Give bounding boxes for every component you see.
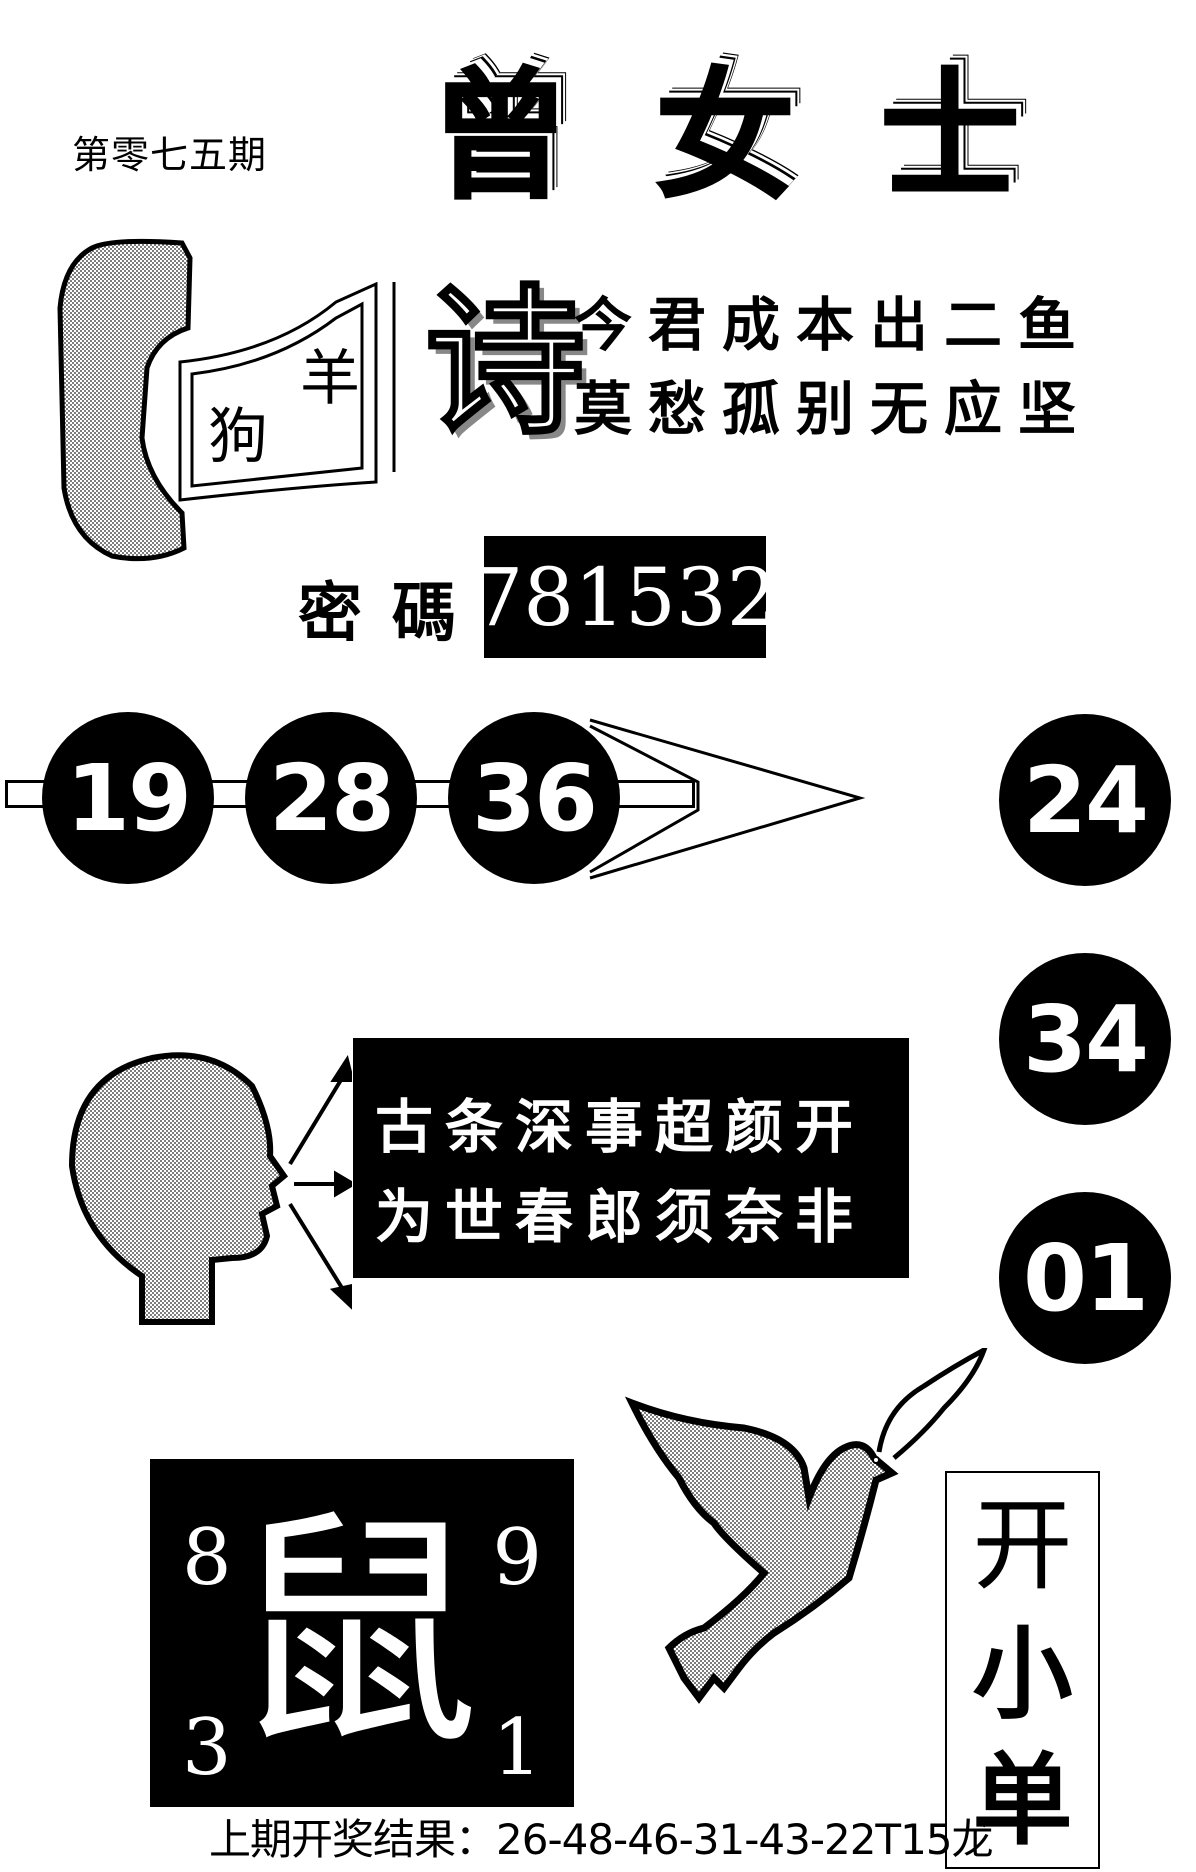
corner-number-bottom-right: 1 [492, 1703, 542, 1793]
hint-char-2: 小 [972, 1615, 1073, 1733]
number-ball: 19 [42, 712, 214, 884]
dove-icon [624, 1348, 988, 1704]
password-value: 781532 [472, 536, 778, 658]
card-zodiac-goat: 羊 [300, 344, 360, 414]
number-ball: 36 [448, 712, 620, 884]
speech-box: 古条深事超颜开 为世春郎须奈非 [353, 1038, 909, 1278]
speech-line-2: 为世春郎须奈非 [375, 1183, 866, 1251]
speaking-head-icon [68, 1052, 352, 1325]
card-zodiac-dog: 狗 [208, 402, 268, 472]
title-char-2: 女 [654, 54, 796, 220]
speech-line-1: 古条深事超颜开 [375, 1093, 866, 1161]
phone-handset-icon [57, 238, 193, 562]
issue-label: 第零七五期 [72, 133, 268, 177]
last-result-text: 上期开奖结果：26-48-46-31-43-22T15龙 [209, 1815, 994, 1864]
title-char-3: 士 [879, 54, 1021, 220]
title-char-1: 曾 [429, 54, 571, 220]
number-ball: 34 [999, 953, 1171, 1125]
poem-line-1: 今君成本出二鱼 [574, 291, 1093, 359]
zodiac-card: 8 9 3 1 鼠 [150, 1459, 574, 1807]
number-ball: 24 [999, 714, 1171, 886]
hint-char-3: 单 [972, 1741, 1073, 1859]
corner-number-top-right: 9 [492, 1513, 542, 1603]
title: 曾 女 士 [429, 40, 1021, 220]
hint-char-1: 开 [972, 1487, 1073, 1604]
poem-line-2: 莫愁孤别无应坚 [574, 375, 1093, 443]
hint-box: 开 小 单 [945, 1471, 1100, 1869]
poem-label: 诗 [423, 268, 586, 456]
corner-number-top-left: 8 [182, 1513, 232, 1603]
riddle-card-frame [178, 282, 396, 502]
number-ball: 01 [999, 1192, 1171, 1364]
corner-number-bottom-left: 3 [182, 1703, 232, 1793]
password-label: 密碼 [298, 576, 486, 651]
zodiac-character: 鼠 [230, 1488, 480, 1779]
number-ball: 28 [245, 712, 417, 884]
arrow-head-icon [589, 718, 866, 880]
